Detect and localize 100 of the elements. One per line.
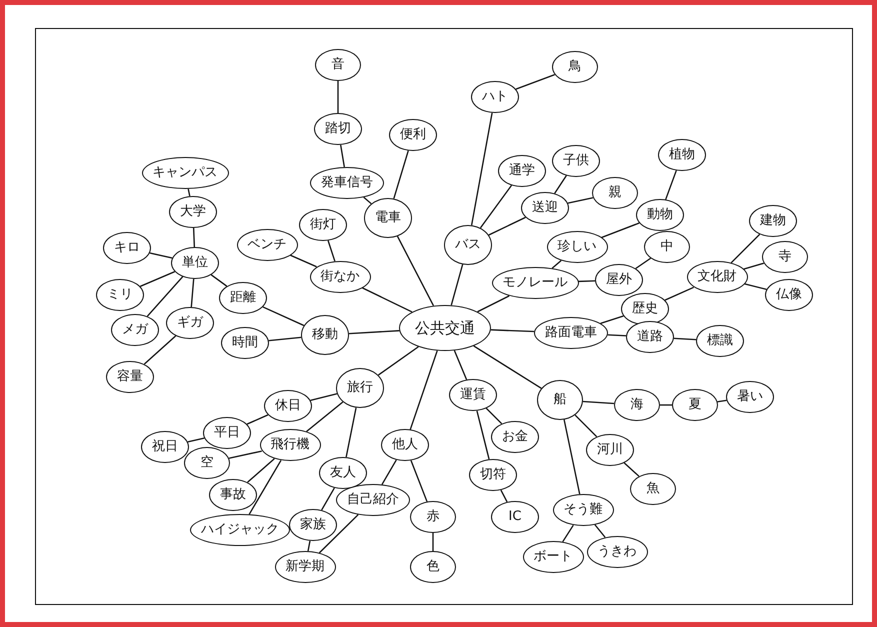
connector-line [246, 414, 268, 425]
connector-line [552, 260, 562, 269]
connector-line [307, 540, 311, 552]
node-label: 移動 [312, 328, 338, 342]
connector-line [140, 271, 176, 287]
node-label: お金 [502, 430, 528, 444]
node-label: 切符 [480, 468, 506, 482]
node-label: 寺 [778, 250, 792, 264]
node-label: 街灯 [310, 218, 336, 232]
ellipse-node [336, 484, 410, 516]
connector-line [490, 329, 534, 332]
ellipse-node [236, 229, 298, 261]
node-label: 歴史 [632, 302, 658, 316]
connector-line [601, 222, 640, 238]
node-label: 空 [200, 456, 214, 470]
ellipse-node [106, 361, 154, 393]
ellipse-node [381, 429, 429, 461]
connector-line [393, 150, 409, 199]
connector-line [480, 185, 512, 228]
node-label: 家族 [300, 518, 326, 532]
connector-line [450, 264, 464, 306]
connector-line [146, 276, 184, 317]
ellipse-node [686, 261, 748, 293]
node-label: 鳥 [568, 60, 582, 74]
ellipse-node [658, 139, 706, 171]
ellipse-node [630, 473, 676, 505]
ellipse-node [696, 325, 744, 357]
ellipse-node [444, 225, 492, 265]
connector-line [362, 287, 412, 313]
connector-line [516, 74, 555, 90]
node-label: うきわ [598, 544, 636, 560]
connector-line [396, 236, 434, 306]
node-label: 海 [630, 398, 644, 412]
connector-line [454, 350, 468, 380]
ellipse-node [190, 514, 290, 546]
ellipse-node [96, 279, 144, 311]
connector-line [321, 488, 335, 510]
connector-line [665, 170, 677, 200]
node-label: 中 [660, 240, 674, 254]
connector-line [600, 315, 624, 324]
ellipse-node [319, 457, 367, 489]
node-label: 魚 [646, 482, 660, 496]
node-label: 河川 [597, 442, 623, 458]
node-label: 休日 [275, 398, 301, 414]
ellipse-node [274, 551, 336, 583]
connector-line [744, 283, 767, 290]
node-label: 新学期 [286, 560, 324, 574]
ellipse-node [103, 232, 151, 264]
ellipse-node [614, 389, 660, 421]
node-label: 便利 [400, 128, 426, 142]
connector-line [340, 144, 345, 168]
node-label: 珍しい [558, 240, 596, 254]
ellipse-node [264, 390, 312, 422]
ellipse-node [498, 155, 546, 187]
connector-line [743, 262, 764, 270]
connector-line [674, 338, 696, 340]
node-label: 子供 [563, 154, 589, 168]
connector-line [337, 81, 339, 113]
ellipse-node [726, 381, 774, 413]
node-label: 仏像 [776, 288, 802, 302]
ellipse-node [301, 315, 349, 355]
ellipse-node [621, 293, 669, 325]
ellipse-node [410, 501, 456, 533]
node-label: 公共交通 [415, 320, 475, 336]
connector-line [188, 438, 204, 442]
connector-line [363, 196, 372, 204]
connector-line [554, 175, 567, 194]
connector-line [664, 286, 694, 301]
node-label: 電車 [375, 210, 401, 226]
connector-line [192, 228, 196, 248]
ellipse-node [364, 198, 412, 238]
node-label: 親 [608, 186, 622, 200]
connector-line [470, 112, 493, 226]
connector-line [477, 295, 510, 312]
ellipse-node [592, 177, 638, 209]
node-label: メガ [122, 322, 148, 338]
connector-line [378, 346, 419, 376]
node-label: 飛行機 [270, 438, 310, 452]
ellipse-node [171, 247, 219, 279]
connector-line [624, 462, 640, 477]
ellipse-node [521, 192, 569, 224]
ellipse-node [221, 327, 269, 359]
node-label: キロ [114, 240, 140, 256]
node-label: IC [508, 510, 522, 524]
node-label: 色 [426, 560, 440, 574]
ellipse-node [219, 282, 267, 314]
ellipse-node [644, 231, 690, 263]
connector-line [730, 234, 760, 264]
connector-line [228, 450, 262, 459]
ellipse-node [552, 145, 600, 177]
ellipse-node [289, 509, 337, 541]
ellipse-node [586, 434, 634, 466]
connector-line [268, 336, 302, 342]
node-label: 植物 [669, 148, 695, 162]
ellipse-node [491, 421, 539, 453]
connector-line [306, 401, 344, 432]
ellipse-node [469, 459, 517, 491]
connector-line [476, 410, 490, 460]
connector-line [594, 524, 606, 538]
node-label: 友人 [330, 466, 356, 480]
